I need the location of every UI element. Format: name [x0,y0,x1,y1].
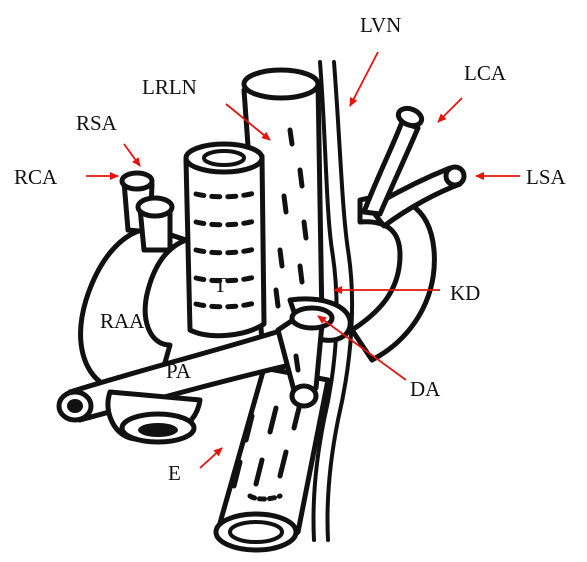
arrow-rsa [124,144,140,166]
aortic-root [108,392,200,442]
label-t: T [214,273,227,297]
label-lsa: LSA [526,165,567,189]
right-carotid-artery [138,198,172,250]
arrow-lca [438,98,462,122]
label-lvn: LVN [360,13,401,37]
label-e: E [168,461,181,485]
label-kd: KD [450,281,480,305]
label-raa: RAA [100,309,145,333]
arrow-lvn [350,52,378,106]
label-pa: PA [166,359,192,383]
arrow-e [200,448,222,468]
label-rca: RCA [14,165,58,189]
label-lrln: LRLN [142,75,197,99]
trachea [186,144,264,336]
label-lca: LCA [464,61,507,85]
label-da: DA [410,377,441,401]
label-rsa: RSA [76,111,118,135]
